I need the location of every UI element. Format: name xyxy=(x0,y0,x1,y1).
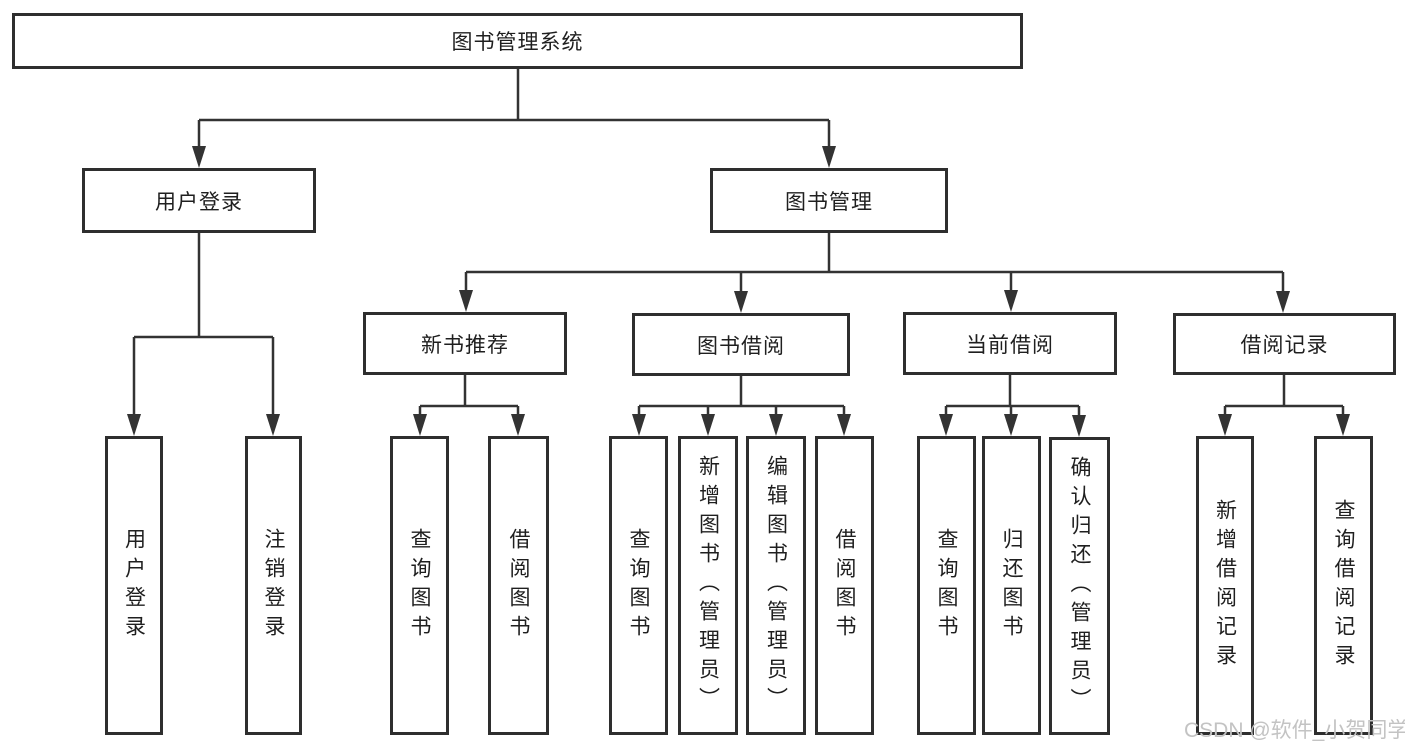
leaf-current-confirm-admin-label: 确认归还（管理员） xyxy=(1068,455,1091,717)
node-root-system: 图书管理系统 xyxy=(12,13,1023,69)
node-new-book-recommend: 新书推荐 xyxy=(363,312,567,375)
node-current-borrow: 当前借阅 xyxy=(903,312,1117,375)
node-root-label: 图书管理系统 xyxy=(451,31,584,54)
leaf-borrow-book-label: 借阅图书 xyxy=(833,527,856,644)
leaf-borrow-edit-admin-label: 编辑图书（管理员） xyxy=(764,455,788,716)
leaf-current-return-label: 归还图书 xyxy=(1000,527,1023,644)
leaf-borrow-add-admin-label: 新增图书（管理员） xyxy=(696,455,720,716)
leaf-newbook-borrow-label: 借阅图书 xyxy=(507,527,530,644)
node-book-borrow-label: 图书借阅 xyxy=(697,334,785,358)
leaf-borrow-book: 借阅图书 xyxy=(815,436,874,735)
node-book-borrow: 图书借阅 xyxy=(632,313,850,376)
leaf-current-query-label: 查询图书 xyxy=(935,527,958,644)
leaf-current-return: 归还图书 xyxy=(982,436,1041,735)
leaf-logout-label: 注销登录 xyxy=(262,527,285,644)
leaf-borrow-query: 查询图书 xyxy=(609,436,668,735)
node-book-management-label: 图书管理 xyxy=(785,190,873,214)
node-borrow-records: 借阅记录 xyxy=(1173,313,1396,375)
leaf-user-login: 用户登录 xyxy=(105,436,163,735)
csdn-watermark: CSDN @软件_小贺同学 xyxy=(1184,719,1405,742)
leaf-newbook-borrow: 借阅图书 xyxy=(488,436,549,735)
node-user-login: 用户登录 xyxy=(82,168,316,233)
leaf-records-add: 新增借阅记录 xyxy=(1196,436,1254,735)
leaf-user-login-label: 用户登录 xyxy=(122,527,146,644)
leaf-records-query-label: 查询借阅记录 xyxy=(1332,498,1355,673)
leaf-logout: 注销登录 xyxy=(245,436,302,735)
node-current-borrow-label: 当前借阅 xyxy=(966,333,1054,357)
leaf-borrow-add-admin: 新增图书（管理员） xyxy=(678,436,738,735)
node-new-book-recommend-label: 新书推荐 xyxy=(421,333,509,357)
leaf-borrow-edit-admin: 编辑图书（管理员） xyxy=(746,436,806,735)
leaf-newbook-query-label: 查询图书 xyxy=(408,527,431,644)
leaf-current-query: 查询图书 xyxy=(917,436,976,735)
node-book-management: 图书管理 xyxy=(710,168,948,233)
leaf-records-query: 查询借阅记录 xyxy=(1314,436,1373,735)
node-user-login-label: 用户登录 xyxy=(155,190,243,214)
leaf-records-add-label: 新增借阅记录 xyxy=(1213,498,1237,673)
leaf-newbook-query: 查询图书 xyxy=(390,436,449,735)
leaf-current-confirm-admin: 确认归还（管理员） xyxy=(1049,437,1110,735)
arrowhead-icons xyxy=(127,146,1350,437)
leaf-borrow-query-label: 查询图书 xyxy=(627,527,650,644)
node-borrow-records-label: 借阅记录 xyxy=(1240,334,1329,357)
